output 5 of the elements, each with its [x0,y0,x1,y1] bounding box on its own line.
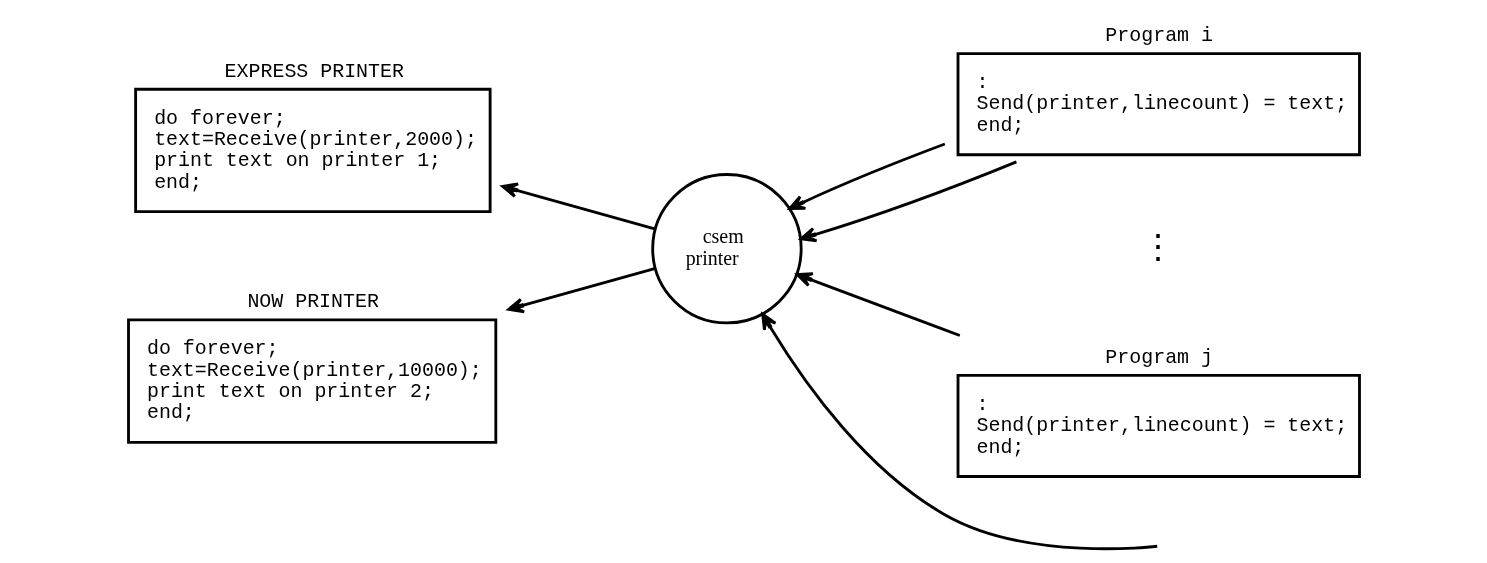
node-label: Program i [1104,24,1213,48]
node-label: Program j [1104,345,1213,369]
node-label: NOW PRINTER [246,290,379,314]
label: ⋮ [1140,229,1175,268]
node-label: EXPRESS PRINTER [224,59,404,83]
